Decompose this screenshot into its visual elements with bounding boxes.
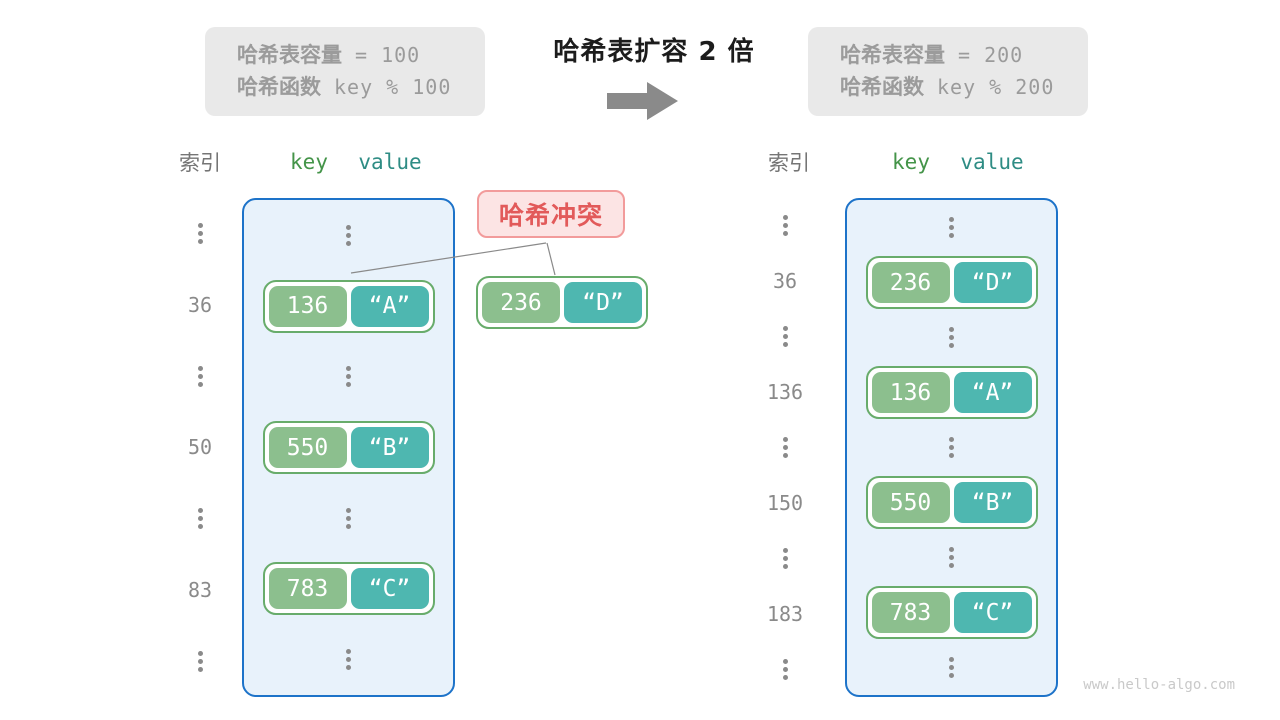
table-row (847, 640, 1056, 695)
index-label: 136 (766, 380, 804, 405)
key-cell: 783 (871, 592, 950, 633)
hash-table-after: 236 “D” 136 “A” 550 “B” 783 “C” (845, 198, 1058, 697)
key-value-pair: 550 “B” (865, 476, 1038, 529)
vertical-ellipsis-icon (346, 649, 351, 671)
table-row: 783 “C” (244, 554, 453, 625)
vertical-ellipsis-icon (346, 224, 351, 246)
hash-table-before: 136 “A” 550 “B” 783 “C” (242, 198, 455, 697)
table-row (244, 341, 453, 412)
key-cell: 136 (871, 372, 950, 413)
vertical-ellipsis-icon (949, 327, 954, 348)
index-label: 50 (187, 435, 213, 460)
watermark: www.hello-algo.com (1083, 677, 1235, 693)
value-cell: “A” (350, 285, 429, 327)
vertical-ellipsis-icon (949, 217, 954, 238)
key-cell: 550 (268, 427, 347, 469)
left-key-header: key (290, 150, 328, 174)
index-label: 36 (187, 292, 213, 317)
vertical-ellipsis-icon (755, 198, 815, 253)
table-row (847, 420, 1056, 475)
table-row (847, 530, 1056, 585)
table-row: 136 “A” (847, 365, 1056, 420)
capacity-label: 哈希表容量 (840, 42, 945, 67)
vertical-ellipsis-icon (170, 341, 230, 412)
vertical-ellipsis-icon (949, 547, 954, 568)
key-value-pair: 783 “C” (262, 562, 435, 616)
value-cell: “D” (564, 282, 642, 323)
hash-function-line: 哈希函数 key % 100 (237, 74, 485, 101)
capacity-box-before: 哈希表容量 = 100 哈希函数 key % 100 (205, 27, 485, 116)
key-cell: 550 (871, 482, 950, 523)
capacity-label: 哈希表容量 (237, 42, 342, 67)
table-row: 783 “C” (847, 585, 1056, 640)
index-label: 83 (187, 578, 213, 603)
table-row: 136 “A” (244, 271, 453, 342)
capacity-line: 哈希表容量 = 200 (840, 42, 1088, 69)
key-value-pair: 783 “C” (865, 586, 1038, 639)
capacity-value: = 100 (355, 42, 421, 67)
hash-function-value: key % 100 (334, 75, 452, 99)
index-label: 183 (766, 601, 804, 626)
key-value-pair: 550 “B” (262, 421, 435, 475)
value-cell: “C” (953, 592, 1032, 633)
capacity-box-after: 哈希表容量 = 200 哈希函数 key % 200 (808, 27, 1088, 116)
capacity-value: = 200 (958, 42, 1024, 67)
value-cell: “B” (350, 427, 429, 469)
hash-function-label: 哈希函数 (237, 75, 321, 99)
vertical-ellipsis-icon (949, 657, 954, 678)
key-value-pair: 236 “D” (476, 276, 648, 329)
hash-function-label: 哈希函数 (840, 75, 924, 99)
vertical-ellipsis-icon (346, 507, 351, 529)
key-cell: 236 (871, 262, 950, 303)
right-value-header: value (960, 150, 1024, 174)
vertical-ellipsis-icon (755, 420, 815, 475)
right-index-rail: 36 136 150 183 (755, 198, 815, 697)
vertical-ellipsis-icon (346, 366, 351, 388)
page-title: 哈希表扩容 2 倍 (553, 37, 755, 67)
value-cell: “A” (953, 372, 1032, 413)
table-row (244, 624, 453, 695)
table-row: 550 “B” (244, 412, 453, 483)
table-row (847, 310, 1056, 365)
colliding-pair: 236 “D” (476, 276, 648, 329)
key-value-pair: 136 “A” (262, 279, 435, 333)
value-cell: “C” (350, 568, 429, 610)
table-row: 236 “D” (847, 255, 1056, 310)
vertical-ellipsis-icon (755, 642, 815, 697)
right-arrow-icon (607, 82, 678, 120)
left-index-rail: 36 50 83 (170, 198, 230, 697)
table-row: 550 “B” (847, 475, 1056, 530)
capacity-line: 哈希表容量 = 100 (237, 42, 485, 69)
hash-function-line: 哈希函数 key % 200 (840, 74, 1088, 101)
key-value-pair: 236 “D” (865, 256, 1038, 309)
vertical-ellipsis-icon (170, 626, 230, 697)
vertical-ellipsis-icon (170, 198, 230, 269)
right-index-header: 索引 (768, 151, 810, 175)
index-label: 150 (766, 490, 804, 515)
value-cell: “B” (953, 482, 1032, 523)
right-key-header: key (892, 150, 930, 174)
key-cell: 783 (268, 568, 347, 610)
index-label: 36 (772, 269, 798, 294)
vertical-ellipsis-icon (755, 531, 815, 586)
key-cell: 236 (482, 282, 560, 323)
left-index-header: 索引 (179, 151, 221, 175)
table-row (244, 200, 453, 271)
vertical-ellipsis-icon (755, 309, 815, 364)
key-value-pair: 136 “A” (865, 366, 1038, 419)
table-row (244, 483, 453, 554)
vertical-ellipsis-icon (949, 437, 954, 458)
vertical-ellipsis-icon (170, 483, 230, 554)
hash-conflict-badge: 哈希冲突 (477, 190, 625, 238)
value-cell: “D” (953, 262, 1032, 303)
hash-function-value: key % 200 (937, 75, 1055, 99)
key-cell: 136 (268, 285, 347, 327)
table-row (847, 200, 1056, 255)
left-value-header: value (358, 150, 422, 174)
